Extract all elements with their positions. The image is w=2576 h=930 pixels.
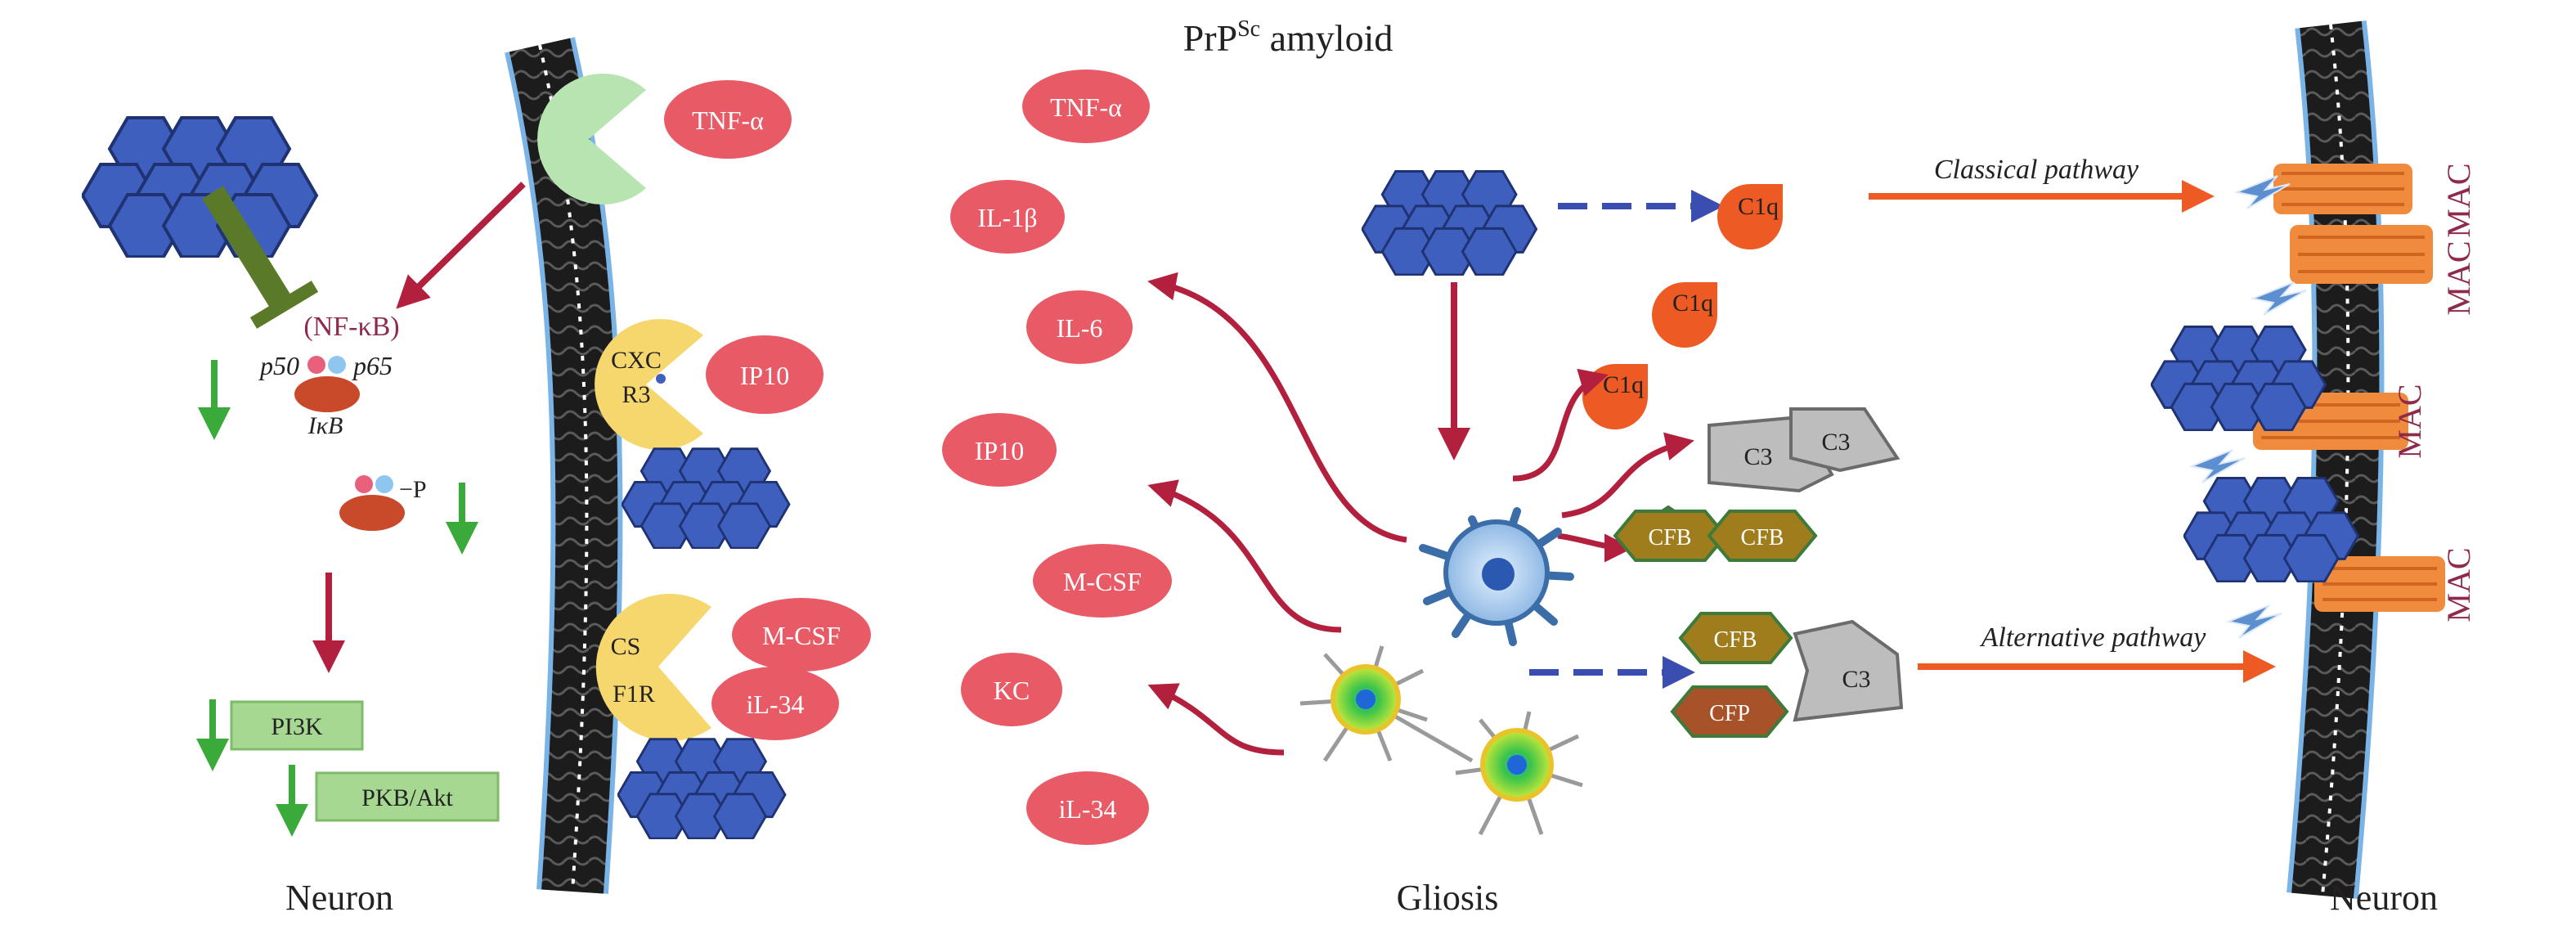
pkb-label: PKB/Akt [361, 784, 453, 811]
cxcr3-label-line1: CXC [611, 347, 662, 374]
pi3k-box [230, 700, 364, 751]
cfb-upper-2: CFB [1707, 510, 1818, 562]
caption-neuron-left: Neuron [285, 878, 393, 918]
membrane-prion-hexagon-1 [622, 447, 791, 549]
mcsf-ligand [732, 598, 871, 672]
pi3k-label: PI3K [271, 713, 323, 740]
cytokine-il1b-label: IL-1β [977, 203, 1037, 232]
cytokine-mcsf-label: M-CSF [1063, 567, 1142, 596]
ikb-complex [294, 376, 360, 412]
glia-to-kc-arrow [1147, 683, 1285, 756]
cytokine-ip10 [942, 413, 1057, 487]
glia-to-il6-arrow [1147, 272, 1407, 543]
cfb-lower-label: CFB [1714, 627, 1757, 653]
inhibition-line [202, 186, 293, 311]
cytokine-il6 [1026, 290, 1133, 364]
mcsf-receptor-label: M-CSF [762, 621, 841, 650]
c1q-middle-label: C1q [1672, 290, 1713, 317]
cxcr3-binding-dot [656, 374, 666, 384]
phospho-p65 [375, 475, 393, 493]
c1q-top: C1q [1717, 184, 1783, 249]
p65-label: p65 [352, 351, 393, 380]
cytokine-il6-label: IL-6 [1057, 313, 1103, 343]
cfb-upper-2-label: CFB [1741, 525, 1784, 550]
tnf-alpha-ligand [664, 80, 792, 159]
classical-pathway-label: Classical pathway [1934, 155, 2139, 185]
cxcr3-receptor [595, 318, 703, 450]
right-neuron-membrane [2287, 20, 2385, 899]
mac-pore-4 [2314, 556, 2445, 612]
cytokine-il1b [950, 180, 1065, 254]
cytokine-ip10-label: IP10 [975, 436, 1024, 465]
mac-label-4: MAC [2440, 547, 2477, 622]
alternative-pathway-label: Alternative pathway [1980, 622, 2207, 653]
cytokine-tnf-alpha-label: TNF-α [1050, 92, 1122, 122]
c1q-top-label: C1q [1738, 193, 1779, 220]
p65-subunit [328, 356, 346, 374]
diagram-title: PrPSc amyloid [1183, 16, 1393, 59]
cfb-upper-1-label: CFB [1649, 525, 1692, 550]
nfkb-label: (NF-κB) [303, 312, 399, 342]
cytokine-column: TNF-α IL-1β IL-6 IP10 M-CSF KC iL-34 [942, 70, 1172, 845]
glia-to-ip10-arrow [1147, 479, 1342, 633]
phospho-ikb [339, 495, 405, 531]
c1q-lower-label: C1q [1603, 371, 1644, 398]
inhibition-bar [249, 281, 319, 329]
microglia-cell [1419, 507, 1574, 646]
p50-subunit [307, 356, 325, 374]
cytokine-kc-label: KC [994, 676, 1030, 705]
astrocyte-cell-2 [1455, 711, 1583, 836]
cxcr3-label-line2: R3 [622, 381, 650, 408]
il34-receptor-label: iL-34 [746, 690, 804, 719]
c3-lower: C3 [1793, 619, 1904, 722]
phospho-label: −P [399, 476, 427, 503]
prion-hexagon-icon [82, 116, 318, 258]
membrane-prion-hexagon-2 [617, 738, 787, 839]
c3-lower-label: C3 [1842, 666, 1870, 693]
ip10-receptor-label: IP10 [740, 361, 789, 390]
microglia-to-c3-arrow [1561, 432, 1694, 519]
mac-pore-2 [2290, 225, 2433, 284]
csf1r-label-line2: F1R [613, 681, 655, 708]
tnf-receptor [537, 73, 646, 204]
caption-gliosis: Gliosis [1397, 878, 1499, 918]
p50-label: p50 [258, 351, 299, 380]
cfp-lower: CFP [1670, 685, 1789, 738]
c3-upper-2-label: C3 [1821, 429, 1850, 456]
cfb-upper-1: CFB [1613, 505, 1728, 562]
right-prion-hexagon-1 [2151, 325, 2327, 431]
cytokine-tnf-alpha [1022, 70, 1150, 143]
tnf-to-nfkb-arrow [396, 182, 526, 309]
tnf-alpha-receptor-label: TNF-α [692, 106, 764, 135]
il34-ligand [711, 667, 839, 740]
astrocyte-cell-1 [1299, 645, 1474, 763]
cytokine-mcsf [1033, 544, 1172, 618]
right-prion-hexagon-2 [2183, 476, 2360, 582]
microglia-to-cfb-arrow [1557, 532, 1633, 563]
ip10-ligand [706, 335, 824, 414]
ikb-label: IκB [307, 412, 343, 439]
mac-label-2: MAC [2440, 240, 2477, 315]
caption-neuron-right: Neuron [2330, 878, 2438, 918]
cytokine-il34 [1026, 771, 1149, 845]
c1q-lower: C1q [1582, 364, 1648, 429]
phospho-p50 [355, 475, 373, 493]
cytokine-kc [961, 653, 1062, 726]
c3-upper-2: C3 [1789, 407, 1901, 473]
mac-pore-1 [2273, 164, 2412, 214]
microglia-to-c1q-arrow [1512, 368, 1609, 482]
csf1r-receptor [595, 594, 711, 741]
cytokine-il34-label: iL-34 [1058, 794, 1116, 824]
c3-upper-1-label: C3 [1744, 443, 1772, 470]
mac-label-3: MAC [2391, 384, 2428, 458]
cfp-lower-label: CFP [1709, 701, 1750, 726]
central-prion-hexagon [1362, 169, 1538, 276]
mac-label-1: MAC [2440, 163, 2477, 237]
pkb-box [315, 771, 500, 822]
csf1r-label-line1: CS [611, 633, 641, 660]
cfb-lower: CFB [1678, 612, 1793, 664]
c1q-middle: C1q [1652, 282, 1717, 348]
